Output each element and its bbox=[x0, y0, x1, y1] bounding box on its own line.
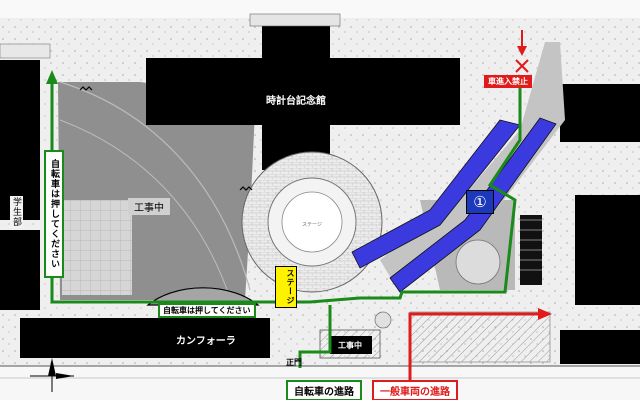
bicycle-push-sign-vertical: 自転車は押してください bbox=[44, 150, 64, 278]
vehicle-area bbox=[409, 311, 551, 363]
camphora-label: カンフォーラ bbox=[172, 331, 240, 348]
marker-number-one: ① bbox=[466, 190, 494, 214]
small-construction-building bbox=[330, 336, 372, 354]
construction-label-main: 工事中 bbox=[128, 198, 170, 215]
construction-grid bbox=[62, 200, 132, 295]
no-vehicle-entry-label: 車進入禁止 bbox=[484, 75, 532, 88]
right-building-1 bbox=[560, 84, 640, 142]
bicycle-route-main bbox=[50, 80, 522, 304]
compass-icon bbox=[30, 358, 74, 392]
legend-vehicle-route: 一般車両の進路 bbox=[372, 380, 458, 400]
bicycle-route-arrow bbox=[46, 70, 58, 84]
clock-tower-label: 時計台記念館 bbox=[266, 96, 326, 107]
stage-label: ステージ bbox=[275, 266, 297, 308]
left-building-2 bbox=[0, 230, 40, 310]
student-center-label: 学生部 bbox=[10, 196, 23, 228]
svg-text:ステージ: ステージ bbox=[302, 222, 322, 228]
legend-bicycle-route: 自転車の進路 bbox=[286, 380, 362, 400]
construction-label-small: 工事中 bbox=[338, 341, 362, 350]
no-entry-cross-icon bbox=[515, 30, 529, 73]
bicycle-route-south bbox=[298, 305, 332, 368]
vehicle-route bbox=[408, 312, 540, 380]
left-building-1 bbox=[0, 60, 40, 220]
main-gate-label: 正門 bbox=[286, 358, 302, 367]
vehicle-route-arrow bbox=[538, 308, 552, 320]
clock-tower-building bbox=[146, 22, 460, 170]
right-building-2 bbox=[575, 195, 640, 305]
bottom-right-building bbox=[560, 330, 640, 364]
top-road bbox=[0, 0, 640, 18]
bicycle-push-sign-horizontal: 自転車は押してください bbox=[158, 303, 256, 318]
blue-path-lower bbox=[389, 117, 557, 293]
